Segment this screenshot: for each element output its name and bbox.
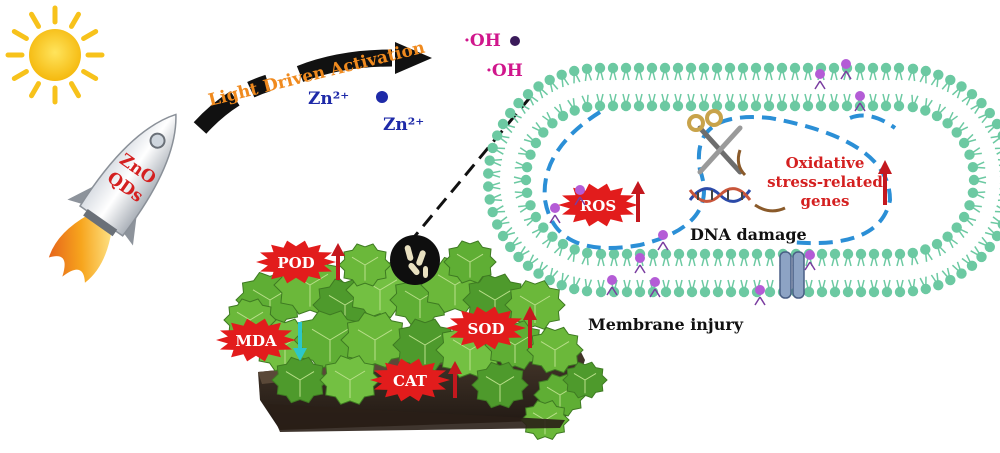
activation-arrowhead (395, 42, 432, 74)
zoom-circle (390, 235, 440, 285)
sod-label: SOD (468, 320, 505, 338)
sod-up-arrow (523, 306, 537, 348)
ros-up-arrow (631, 181, 645, 222)
dna-icon (688, 149, 786, 213)
membrane-injury-label: Membrane injury (588, 315, 744, 334)
pod-up-arrow (331, 243, 345, 280)
zinc-ion-2: Zn²⁺ (383, 115, 424, 135)
genes-label-line1: Oxidative (786, 154, 865, 172)
mda-down-arrow (293, 322, 307, 361)
dna-damage-label: DNA damage (690, 225, 807, 244)
flame-icon (48, 214, 112, 283)
cell: ROS DNA damage Oxidative stress-rela (483, 59, 1000, 334)
genes-label-line3: genes (801, 192, 850, 210)
nanoparticles (549, 59, 866, 306)
plant-icon (223, 240, 608, 441)
dashed-loop-upper (849, 113, 897, 130)
genes-up-arrow (878, 160, 892, 205)
scissors-icon (687, 109, 743, 175)
genes-label-line2: stress-related (767, 173, 883, 191)
cat-label: CAT (393, 372, 428, 390)
pod-label: POD (277, 254, 314, 272)
activation-arrow (193, 42, 432, 134)
zinc-dot-1 (376, 91, 388, 103)
cat-up-arrow (448, 361, 462, 398)
mda-marker: MDA (216, 318, 296, 362)
cell-membrane (483, 62, 1000, 298)
ros-marker: ROS (558, 183, 638, 227)
ros-label: ROS (580, 197, 616, 215)
sun-icon (5, 5, 105, 105)
zinc-ion-1: Zn²⁺ (308, 89, 349, 109)
hydroxyl-dot (510, 36, 520, 46)
hydroxyl-radical-1: ·OH (464, 31, 501, 51)
mda-label: MDA (235, 332, 277, 350)
rocket-icon: ZnO QDs (48, 113, 177, 283)
cat-marker: CAT (370, 358, 450, 402)
hydroxyl-radical-2: ·OH (486, 61, 523, 81)
dashed-loop (542, 110, 893, 250)
membrane-channel-icon (779, 251, 805, 299)
sod-marker: SOD (446, 306, 526, 350)
pod-marker: POD (256, 240, 336, 284)
